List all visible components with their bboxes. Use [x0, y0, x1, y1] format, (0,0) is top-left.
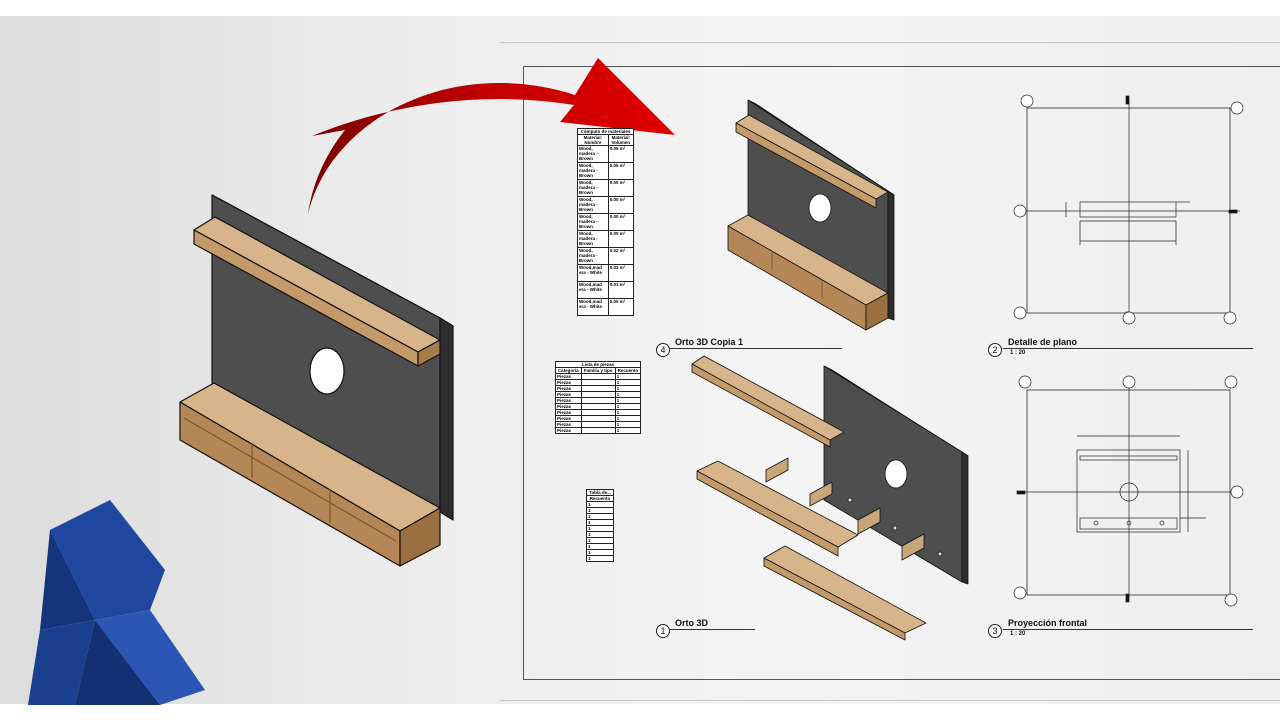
sheet-shadow-bottom — [500, 700, 1280, 701]
view-4-underline — [670, 348, 842, 349]
material-name-cell: Wood, madera - Brown — [577, 162, 609, 180]
count-cell: 1 — [586, 555, 614, 562]
bottom-letterbox — [0, 704, 1280, 720]
part-family-cell — [580, 427, 616, 434]
view-2-scale: 1 : 20 — [1010, 350, 1026, 356]
material-name-cell: Wood, madera - Brown — [577, 247, 609, 265]
material-volume-cell: 0.02 m³ — [607, 247, 635, 265]
part-count-cell: 1 — [614, 427, 642, 434]
view-proyeccion-frontal — [1013, 375, 1244, 607]
material-volume-cell: 0.00 m³ — [607, 213, 635, 231]
materials-schedule-title: Cómputo de materiales — [577, 128, 634, 135]
part-category-cell: Piezas — [555, 427, 582, 434]
material-name-cell: Wood,mad era - White — [577, 298, 609, 316]
view-2-title: Detalle de plano — [1008, 337, 1078, 347]
material-volume-cell: 0.00 m³ — [607, 230, 635, 248]
material-volume-cell: 0.00 m³ — [607, 196, 635, 214]
material-volume-cell: 0.00 m³ — [607, 179, 635, 197]
count-schedule-title: Tabla de... — [586, 489, 614, 496]
count-header: Recuento — [586, 495, 614, 502]
materials-header-name: Material: Nombre — [577, 134, 609, 146]
view-orto-3d-exploded — [691, 355, 969, 641]
count-row: 1 — [586, 555, 614, 562]
view-2-number: 2 — [988, 343, 1002, 357]
material-volume-cell: 0.03 m³ — [607, 264, 635, 282]
material-name-cell: Wood,mad era - White — [577, 264, 609, 282]
drawing-sheet — [523, 66, 1280, 680]
material-volume-cell: 0.01 m³ — [607, 281, 635, 299]
sheet-shadow-top — [500, 42, 1280, 43]
materials-schedule: Cómputo de materiales Material: Nombre M… — [577, 128, 635, 316]
view-3-underline — [1003, 629, 1253, 630]
material-volume-cell: 0.00 m³ — [607, 298, 635, 316]
view-3-number: 3 — [988, 624, 1002, 638]
parts-header-family: Familia y tipo — [580, 367, 616, 374]
view-4-title: Orto 3D Copia 1 — [675, 337, 744, 347]
curved-arrow-icon — [308, 58, 675, 214]
material-name-cell: Wood, madera - Brown — [577, 196, 609, 214]
view-3-scale: 1 : 20 — [1010, 631, 1026, 637]
material-name-cell: Wood,mad era - White — [577, 281, 609, 299]
material-volume-cell: 0.05 m³ — [607, 162, 635, 180]
material-name-cell: Wood, madera - Brown — [577, 145, 609, 163]
parts-header-count: Recuento — [614, 367, 642, 374]
view-detalle-de-plano — [1013, 94, 1244, 325]
view-1-underline — [670, 629, 755, 630]
view-4-number: 4 — [656, 343, 670, 357]
material-name-cell: Wood, madera - Brown — [577, 213, 609, 231]
view-1-number: 1 — [656, 624, 670, 638]
material-volume-cell: 0.05 m³ — [607, 145, 635, 163]
view-2-underline — [1003, 348, 1253, 349]
material-name-cell: Wood, madera - Brown — [577, 230, 609, 248]
materials-header-volume: Material: Volumen — [607, 134, 635, 146]
view-1-title: Orto 3D — [675, 618, 709, 628]
revit-logo-icon — [28, 500, 205, 705]
view-3-title: Proyección frontal — [1008, 618, 1088, 628]
tv-unit-3d-large — [179, 194, 454, 567]
material-name-cell: Wood, madera - Brown — [577, 179, 609, 197]
parts-row: Piezas 1 — [555, 427, 642, 434]
parts-schedule: Lista de piezas Categoría Familia y tipo… — [555, 361, 642, 434]
parts-header-category: Categoría — [555, 367, 582, 374]
top-letterbox — [0, 0, 1280, 16]
view-orto-3d-copia-1 — [727, 99, 895, 331]
